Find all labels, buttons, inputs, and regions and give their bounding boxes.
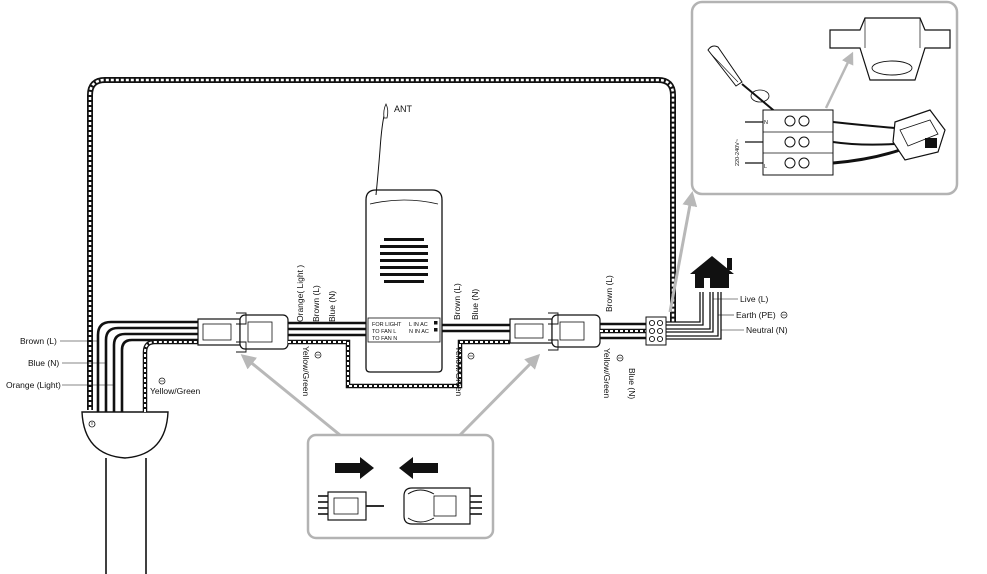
- label-neutral-n: Neutral (N): [746, 325, 788, 335]
- inset-callout-arrow: [668, 191, 698, 313]
- ground-symbol-icon: [314, 351, 322, 359]
- receiver-earth-loop: [288, 339, 510, 389]
- receiver-output-wires: [288, 321, 366, 337]
- receiver-label-to-fan-l: TO FAN L: [372, 329, 396, 335]
- earth-loop-wire: [87, 77, 676, 410]
- label-brown-l-in: Brown (L): [452, 283, 462, 320]
- receiver-vent-grille: [380, 238, 428, 283]
- inset-mount-arrow: [824, 51, 854, 109]
- terminal-feed-wires: [600, 322, 648, 340]
- label-orange-light: Orange (Light): [6, 380, 61, 390]
- label-yellow-green-terminal: Yellow/Green: [602, 348, 612, 399]
- receiver-unit: FOR LIGHT TO FAN L TO FAN N L IN AC N IN…: [365, 189, 443, 373]
- receiver-label-for-light: FOR LIGHT: [372, 322, 402, 328]
- inset-terminal-block: N L: [762, 109, 834, 176]
- fan-downrod: [105, 458, 147, 574]
- house-icon: [690, 256, 734, 288]
- callout-arrow-right: [458, 353, 541, 437]
- label-blue-n-terminal: Blue (N): [627, 368, 637, 399]
- ground-symbol-icon: [616, 354, 624, 362]
- push-right-arrow-icon: [335, 457, 374, 479]
- receiver-label-n-in-ac: N IN AC: [409, 329, 429, 335]
- callout-female-socket: [403, 487, 482, 525]
- receiver-label-l-in-ac: L IN AC: [409, 322, 428, 328]
- label-blue-n-out: Blue (N): [327, 291, 337, 322]
- label-blue-n-in: Blue (N): [470, 289, 480, 320]
- ground-symbol-icon: [467, 352, 475, 360]
- label-earth-pe: Earth (PE): [736, 310, 776, 320]
- label-brown-l-out: Brown (L): [311, 285, 321, 322]
- fan-wires: [96, 320, 200, 412]
- inset-terminal-l-label: L: [764, 164, 767, 170]
- fan-canopy: [81, 411, 169, 459]
- receiver-label-to-fan-n: TO FAN N: [372, 336, 397, 342]
- inset-voltage-label: 220-240V~: [735, 139, 741, 166]
- terminal-block: [645, 316, 667, 346]
- label-brown-l-terminal: Brown (L): [604, 275, 614, 312]
- right-plug-connector: [509, 312, 601, 351]
- inset-quick-connector: [892, 109, 946, 161]
- label-yellow-green-in: Yellow/Green: [454, 346, 464, 397]
- label-yellow-green-out: Yellow/Green: [301, 346, 311, 397]
- canopy-ground-icon: [88, 420, 96, 428]
- mains-labels: Live (L) Earth (PE) Neutral (N): [713, 294, 788, 335]
- antenna: ANT: [375, 103, 413, 196]
- push-left-arrow-icon: [399, 457, 438, 479]
- receiver-input-wires: [442, 323, 510, 333]
- callout-male-plug: [318, 491, 384, 521]
- label-brown-l: Brown (L): [20, 336, 57, 346]
- terminal-detail-inset: N L 220-240V~: [668, 0, 959, 313]
- label-blue-n: Blue (N): [28, 358, 59, 368]
- left-plug-connector: [197, 312, 289, 353]
- label-live-l: Live (L): [740, 294, 769, 304]
- inset-canopy-mount: [829, 17, 951, 81]
- fan-side-labels: Brown (L) Blue (N) Orange (Light) Yellow…: [6, 336, 201, 396]
- label-orange-light-out: Orange( Light ): [295, 265, 305, 322]
- mains-wires: [666, 292, 722, 340]
- inset-wires: [745, 121, 901, 165]
- label-yellow-green: Yellow/Green: [150, 386, 201, 396]
- connector-detail-callout: [240, 353, 541, 540]
- callout-arrow-left: [240, 354, 341, 437]
- inset-terminal-n-label: N: [764, 120, 768, 126]
- antenna-label: ANT: [394, 104, 413, 114]
- ground-symbol-icon: [780, 311, 788, 319]
- ground-symbol-icon: [158, 377, 166, 385]
